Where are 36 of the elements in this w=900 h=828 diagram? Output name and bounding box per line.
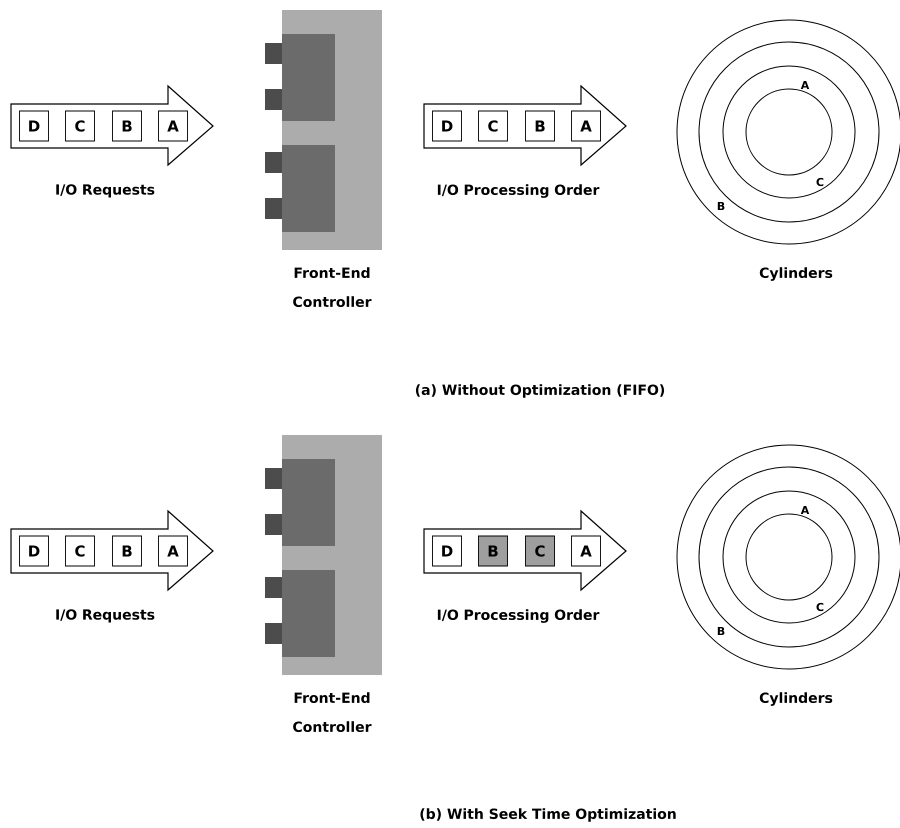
arrow-caption: I/O Processing Order	[438, 609, 600, 623]
cylinders-drawing	[676, 444, 900, 670]
panel-heading: (b) With Seek Time Optimization	[420, 808, 676, 822]
track-label: B	[718, 627, 724, 636]
controller-caption: Front-End Controller	[293, 267, 372, 308]
letter-box: A	[158, 110, 188, 142]
letter-box: D	[432, 110, 462, 142]
track-label: A	[800, 506, 810, 514]
track-label: C	[816, 178, 824, 186]
letter-box: C	[525, 536, 555, 566]
letter-box: A	[571, 110, 601, 142]
cylinders-drawing	[676, 20, 900, 244]
cylinders-caption: Cylinders	[760, 267, 832, 281]
track-label: C	[816, 602, 824, 612]
arrow-caption: I/O Requests	[56, 184, 154, 198]
letter-box: C	[478, 110, 508, 142]
arrow-caption: I/O Requests	[56, 609, 154, 623]
panel-heading: (a) Without Optimization (FIFO)	[416, 384, 664, 398]
letter-box: D	[432, 536, 462, 566]
cylinders-caption: Cylinders	[760, 692, 832, 706]
letter-box: A	[158, 536, 188, 566]
letter-box: D	[19, 110, 49, 142]
controller-caption: Front-End Controller	[293, 692, 372, 732]
letter-box: C	[65, 110, 95, 142]
controller-drawing	[265, 10, 382, 250]
letter-box: B	[478, 536, 508, 566]
track-label: A	[800, 81, 810, 90]
letter-box: D	[19, 536, 49, 566]
controller-drawing	[265, 435, 382, 675]
letter-box: C	[65, 536, 95, 566]
letter-box: A	[571, 536, 601, 566]
letter-box: B	[112, 536, 142, 566]
letter-box: B	[525, 110, 555, 142]
track-label: B	[718, 202, 724, 210]
arrow-caption: I/O Processing Order	[438, 184, 600, 198]
letter-box: B	[112, 110, 142, 142]
